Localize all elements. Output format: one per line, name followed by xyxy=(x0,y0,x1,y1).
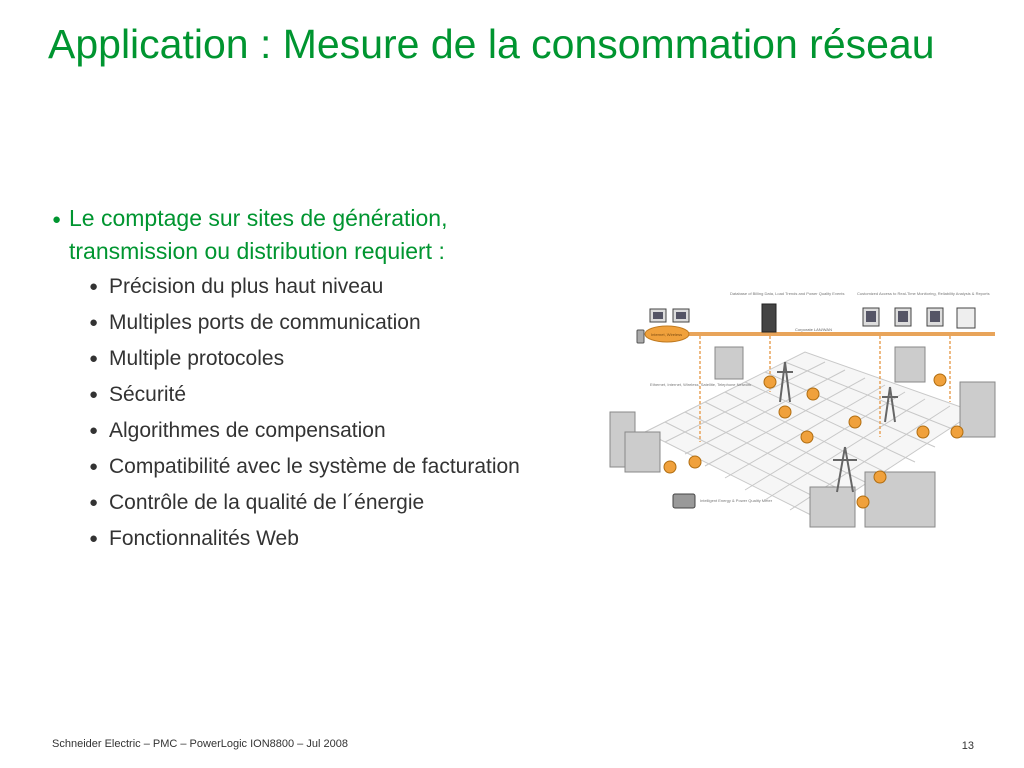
bullet-dot-icon: ● xyxy=(89,314,99,331)
bullet-item: ●Compatibilité avec le système de factur… xyxy=(48,452,568,482)
bullet-dot-icon: ● xyxy=(52,211,62,228)
bullet-item: ●Sécurité xyxy=(48,380,568,410)
bullet-item: ●Multiple protocoles xyxy=(48,344,568,374)
bullet-item: ●Précision du plus haut niveau xyxy=(48,272,568,302)
bullet-dot-icon: ● xyxy=(89,422,99,439)
page-number: 13 xyxy=(961,740,974,752)
lan-label: Corporate LAN/WAN xyxy=(795,327,832,332)
slide-title: Application : Mesure de la consommation … xyxy=(48,21,935,67)
computer-icon xyxy=(649,308,667,323)
bullet-intro: ●Le comptage sur sites de génération, tr… xyxy=(52,205,448,264)
network-label: Ethernet, Internet, Wireless, Satellite,… xyxy=(650,382,751,387)
bullet-item: ●Multiples ports de communication xyxy=(48,308,568,338)
bullet-dot-icon: ● xyxy=(89,458,99,475)
bullet-dot-icon: ● xyxy=(89,494,99,511)
bullet-list: ●Le comptage sur sites de génération, tr… xyxy=(48,202,568,560)
tower-icon xyxy=(777,361,898,493)
customized-access-label: Customized Access to Real-Time Monitorin… xyxy=(857,291,990,296)
computer-icon xyxy=(862,307,880,327)
cloud-icon: Internet, Wireless xyxy=(644,325,690,343)
svg-text:Internet, Wireless: Internet, Wireless xyxy=(651,332,682,337)
meter-label: Intelligent Energy & Power Quality Meter xyxy=(700,498,773,503)
computer-icon xyxy=(894,307,912,327)
bullet-dot-icon: ● xyxy=(89,278,99,295)
report-icon xyxy=(956,307,976,329)
footer-text: Schneider Electric – PMC – PowerLogic IO… xyxy=(52,738,348,750)
computer-icon xyxy=(672,308,690,323)
server-icon xyxy=(761,303,777,333)
bullet-item: ●Contrôle de la qualité de l´énergie xyxy=(48,488,568,518)
bullet-dot-icon: ● xyxy=(89,350,99,367)
bullet-item: ●Fonctionnalités Web xyxy=(48,524,568,554)
database-label: Database of Billing Data, Load Trends an… xyxy=(730,291,845,296)
meter-node-icon xyxy=(663,373,964,509)
meter-device-icon xyxy=(672,493,696,509)
bullet-item: ●Algorithmes de compensation xyxy=(48,416,568,446)
network-illustration: Corporate LAN/WAN Database of Billing Da… xyxy=(609,291,996,528)
computer-icon xyxy=(926,307,944,327)
bullet-dot-icon: ● xyxy=(89,386,99,403)
phone-icon xyxy=(636,329,645,344)
bullet-dot-icon: ● xyxy=(89,530,99,547)
